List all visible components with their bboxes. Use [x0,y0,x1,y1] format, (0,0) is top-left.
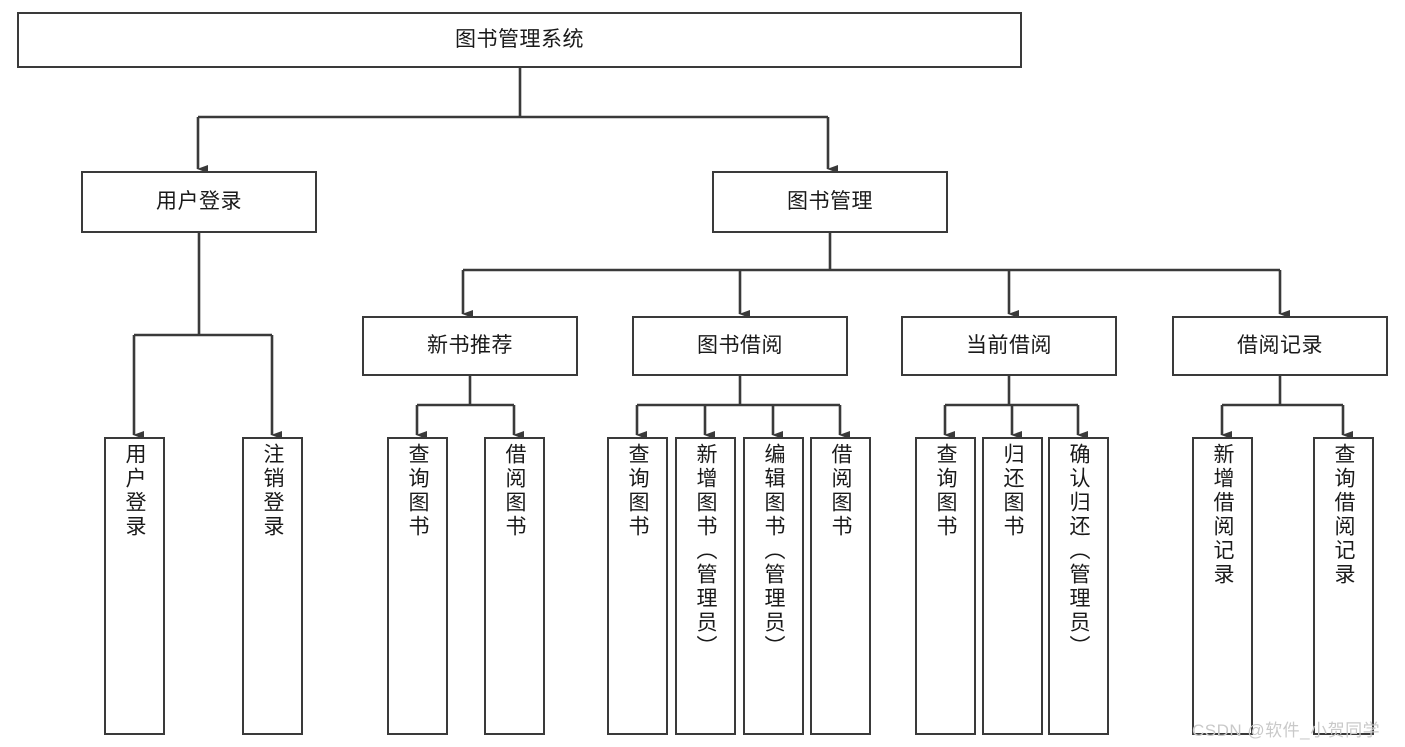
node-leaf-query-record[interactable]: 查询借阅记录 [1313,437,1374,735]
node-label: 新增借阅记录 [1211,443,1234,587]
node-book-manage[interactable]: 图书管理 [712,171,948,233]
node-label: 借阅记录 [1237,333,1323,357]
node-new-book-rec[interactable]: 新书推荐 [362,316,578,376]
node-label: 借阅图书 [503,443,526,539]
node-leaf-query-book-1[interactable]: 查询图书 [387,437,448,735]
node-label: 图书管理系统 [455,27,584,51]
node-label: 新增图书（管理员） [694,443,717,659]
node-book-borrow[interactable]: 图书借阅 [632,316,848,376]
node-root[interactable]: 图书管理系统 [17,12,1022,68]
node-leaf-borrow-book-1[interactable]: 借阅图书 [484,437,545,735]
node-label: 归还图书 [1001,443,1024,539]
node-current-borrow[interactable]: 当前借阅 [901,316,1117,376]
node-label: 查询图书 [406,443,429,539]
connector-lines [132,68,1353,439]
node-label: 编辑图书（管理员） [762,443,785,659]
node-label: 查询借阅记录 [1332,443,1355,587]
node-user-login[interactable]: 用户登录 [81,171,317,233]
node-leaf-query-book-3[interactable]: 查询图书 [915,437,976,735]
csdn-watermark: CSDN @软件_小贺同学 [1192,721,1381,740]
node-leaf-logout[interactable]: 注销登录 [242,437,303,735]
node-label: 图书借阅 [697,333,783,357]
node-label: 查询图书 [626,443,649,539]
node-leaf-add-record[interactable]: 新增借阅记录 [1192,437,1253,735]
node-label: 用户登录 [156,189,242,213]
node-leaf-user-login[interactable]: 用户登录 [104,437,165,735]
node-leaf-edit-book[interactable]: 编辑图书（管理员） [743,437,804,735]
node-leaf-confirm-return[interactable]: 确认归还（管理员） [1048,437,1109,735]
node-label: 注销登录 [261,443,284,539]
node-label: 图书管理 [787,189,873,213]
node-leaf-add-book[interactable]: 新增图书（管理员） [675,437,736,735]
node-label: 查询图书 [934,443,957,539]
node-leaf-return-book[interactable]: 归还图书 [982,437,1043,735]
node-label: 借阅图书 [829,443,852,539]
node-label: 确认归还（管理员） [1067,443,1090,659]
node-borrow-record[interactable]: 借阅记录 [1172,316,1388,376]
node-label: 用户登录 [123,443,146,539]
node-leaf-query-book-2[interactable]: 查询图书 [607,437,668,735]
node-leaf-borrow-book-2[interactable]: 借阅图书 [810,437,871,735]
node-label: 当前借阅 [966,333,1052,357]
node-label: 新书推荐 [427,333,513,357]
